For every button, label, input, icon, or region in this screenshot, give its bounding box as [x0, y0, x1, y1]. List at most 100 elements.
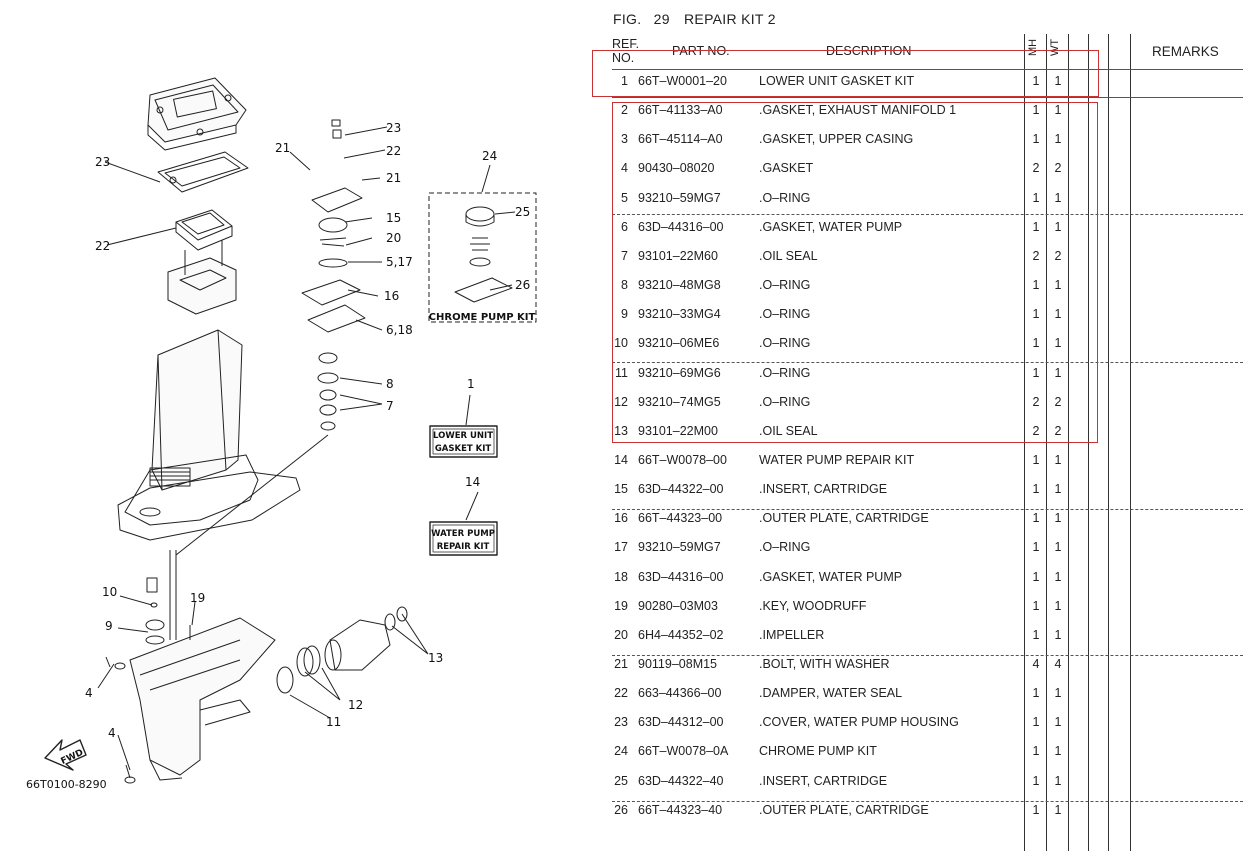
drive-shaft	[169, 550, 177, 640]
description-cell: .DAMPER, WATER SEAL	[759, 686, 903, 701]
part-no-cell: 66T–45114–A0	[638, 132, 723, 147]
wt-qty-cell: 2	[1054, 248, 1062, 263]
wt-qty-cell: 1	[1054, 598, 1062, 613]
callout-1: 1	[467, 377, 475, 391]
chrome-pump-kit-label: CHROME PUMP KIT	[429, 312, 536, 323]
part-no-cell: 63D–44312–00	[638, 715, 724, 730]
ref-no-cell: 10	[614, 336, 628, 351]
mh-qty-cell: 1	[1032, 686, 1040, 701]
group-rule-5	[612, 655, 1243, 656]
ref-no-cell: 8	[621, 278, 628, 293]
water-pump-parts	[175, 119, 366, 556]
callout-15: 15	[386, 211, 401, 225]
parts-list: FIG. 29 REPAIR KIT 2 REF. NO. PART NO. D…	[592, 0, 1243, 851]
wt-qty-cell: 1	[1054, 773, 1062, 788]
ref-no-cell: 1	[621, 74, 628, 88]
exhaust-gasket-adapter	[167, 209, 237, 315]
callout-24: 24	[482, 149, 497, 163]
description-cell: .O–RING	[759, 540, 811, 555]
ref-no-cell: 12	[614, 394, 628, 409]
ref-no-cell: 25	[614, 773, 628, 788]
description-cell: .INSERT, CARTRIDGE	[759, 482, 888, 497]
description-cell: .O–RING	[759, 278, 811, 293]
ref-no-cell: 22	[614, 686, 628, 701]
wt-qty-cell: 1	[1054, 802, 1062, 817]
figure-title: FIG. 29 REPAIR KIT 2	[613, 11, 776, 27]
description-cell: .O–RING	[759, 365, 811, 380]
callout-11: 11	[326, 715, 341, 729]
fig-number: 29	[653, 11, 670, 27]
ref-no-cell: 23	[614, 715, 628, 730]
description-cell: .GASKET, UPPER CASING	[759, 132, 914, 147]
wt-qty-cell: 1	[1054, 686, 1062, 701]
callout-19: 19	[190, 591, 205, 605]
ref-no-cell: 6	[621, 219, 628, 234]
callout-10: 10	[102, 585, 117, 599]
lower-unit-casing	[129, 617, 276, 781]
wt-qty-cell: 1	[1054, 132, 1062, 147]
part-no-cell: 66T–W0078–0A	[638, 744, 729, 759]
ref-no-cell: 7	[621, 248, 628, 263]
description-cell: .OIL SEAL	[759, 423, 818, 438]
mh-qty-cell: 1	[1032, 336, 1040, 351]
part-no-cell: 93210–69MG6	[638, 365, 721, 380]
group-rule-1	[612, 97, 1243, 98]
group-rule-3	[612, 362, 1243, 363]
callout-21-a: 21	[275, 141, 290, 155]
part-no-cell: 63D–44316–00	[638, 569, 724, 584]
callout-7: 7	[386, 399, 394, 413]
header-rule	[612, 69, 1243, 70]
part-no-cell: 663–44366–00	[638, 686, 722, 701]
wt-qty-cell: 2	[1054, 161, 1062, 176]
wt-qty-cell: 1	[1054, 74, 1062, 88]
callout-16: 16	[384, 289, 399, 303]
description-cell: .O–RING	[759, 190, 811, 205]
highlight-lower-unit-kit	[592, 50, 1099, 97]
mh-qty-cell: 1	[1032, 74, 1040, 88]
mh-qty-cell: 2	[1032, 394, 1040, 409]
wt-qty-cell: 1	[1054, 336, 1062, 351]
mh-qty-cell: 1	[1032, 307, 1040, 322]
wt-qty-cell: 1	[1054, 540, 1062, 555]
lower-unit-kit-line2: GASKET KIT	[435, 444, 492, 454]
wt-qty-cell: 1	[1054, 103, 1062, 118]
lower-unit-kit-box	[429, 425, 498, 458]
callout-8: 8	[386, 377, 394, 391]
group-rule-6	[612, 801, 1243, 802]
callout-14: 14	[465, 475, 480, 489]
ref-no-cell: 4	[621, 161, 628, 176]
description-cell: .GASKET, WATER PUMP	[759, 569, 903, 584]
wt-qty-cell: 4	[1054, 657, 1062, 671]
ref-no-cell: 14	[614, 452, 628, 467]
callout-21-b: 21	[386, 171, 401, 185]
exploded-parts-diagram: 23 22 21 23 22 21 15 20 5,17 16 6,18 8 7…	[26, 77, 537, 791]
upper-casing	[117, 329, 301, 541]
col-line-remarks	[1130, 34, 1131, 851]
wt-qty-cell: 1	[1054, 278, 1062, 293]
part-no-cell: 66T–44323–00	[638, 511, 723, 526]
water-pump-kit-line2: REPAIR KIT	[437, 542, 490, 552]
ref-no-cell: 11	[615, 365, 628, 380]
wt-qty-cell: 1	[1054, 569, 1062, 584]
description-cell: .BOLT, WITH WASHER	[759, 657, 890, 671]
ref-no-cell: 24	[614, 744, 628, 759]
description-cell: .O–RING	[759, 336, 811, 351]
callout-6-18: 6,18	[386, 323, 413, 337]
mh-qty-cell: 1	[1032, 511, 1040, 526]
mh-qty-cell: 1	[1032, 452, 1040, 467]
part-no-cell: 93101–22M60	[638, 248, 718, 263]
description-cell: .O–RING	[759, 394, 811, 409]
part-no-cell: 66T–44323–40	[638, 802, 723, 817]
callout-leaders	[97, 126, 516, 771]
description-cell: .OUTER PLATE, CARTRIDGE	[759, 511, 929, 526]
